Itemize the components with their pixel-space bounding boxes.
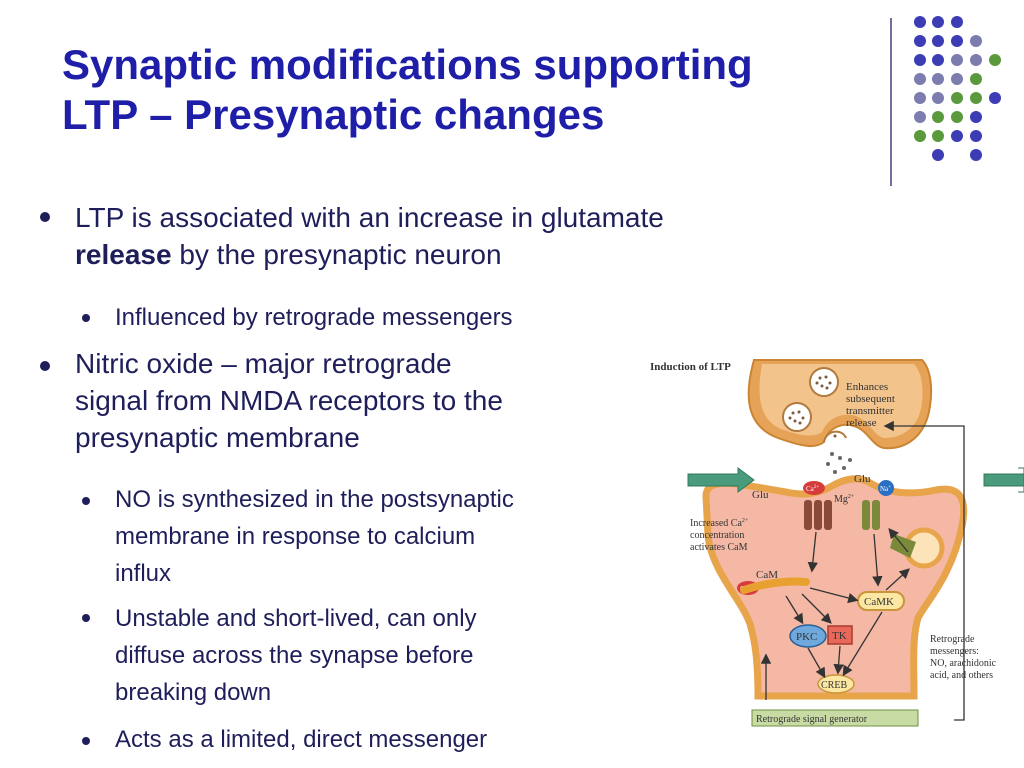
released-glutamate [826, 452, 852, 474]
increased-ca-label: Increased Ca2+ concentration activates C… [690, 518, 749, 553]
bullet-1-sub-1: Influenced by retrograde messengers [115, 304, 513, 331]
bullet-2: Nitric oxide – major retrograde signal f… [75, 348, 503, 453]
dot-row-8 [932, 149, 982, 161]
ltp-induction-figure: Ca2+ Na+ Ca2+ Induction of LTP Enhances … [646, 356, 1024, 736]
bullet-1: LTP is associated with an increase in gl… [75, 202, 664, 270]
sub-bullet-marker [82, 497, 90, 505]
na-ion: Na+ [878, 480, 894, 496]
dot-row-2 [914, 35, 982, 47]
svg-text:Retrograde signal generator: Retrograde signal generator [756, 714, 868, 725]
title-line-2: LTP – Presynaptic changes [62, 91, 605, 138]
svg-text:Ca2+: Ca2+ [806, 485, 819, 493]
camk-box: CaMK [857, 591, 905, 611]
dot-row-6 [914, 111, 982, 123]
creb-box: CREB [817, 674, 855, 694]
svg-text:Increased Ca2+: Increased Ca2+ [690, 518, 749, 529]
svg-text:acid, and others: acid, and others [930, 670, 993, 681]
output-arrow [983, 473, 1024, 487]
pkc-box: PKC [789, 624, 827, 648]
mg-label: Mg2+ [834, 494, 855, 505]
vesicle-fusing [823, 430, 847, 443]
bullet-2-sub-3: Acts as a limited, direct messenger [115, 726, 488, 753]
enhances-label: Enhances subsequent transmitter release [846, 381, 895, 429]
bullet-1-bold: release [75, 239, 172, 270]
svg-text:Enhances: Enhances [846, 381, 888, 393]
svg-text:PKC: PKC [796, 631, 817, 643]
cam-molecule: CaM [740, 569, 810, 594]
svg-text:transmitter: transmitter [846, 405, 894, 417]
svg-text:release: release [846, 417, 877, 429]
title-divider [890, 18, 892, 186]
vesicle-2 [782, 402, 812, 432]
bullet-2-sub-1: NO is synthesized in the postsynaptic me… [115, 486, 514, 587]
glu-top-label: Glu [854, 473, 871, 485]
dot-row-5 [914, 92, 1001, 104]
sub-bullet-marker [82, 614, 90, 622]
receptor-vesicle [890, 527, 945, 569]
svg-text:Na+: Na+ [880, 485, 891, 493]
retrograde-label: Retrograde messengers: NO, arachidonic a… [930, 634, 997, 681]
sub-bullet-marker [82, 737, 90, 745]
retrograde-generator-box: Retrograde signal generator [751, 709, 919, 727]
slide-title: Synaptic modifications supporting LTP – … [62, 40, 882, 140]
svg-text:CaM: CaM [756, 569, 778, 581]
glu-left-label: Glu [752, 489, 769, 501]
ca-ion: Ca2+ [803, 481, 825, 495]
svg-text:TK: TK [832, 630, 847, 642]
sub-bullet-marker [82, 314, 90, 322]
svg-text:subsequent: subsequent [846, 393, 895, 405]
dot-row-3 [914, 54, 1001, 66]
ampa-receptor [862, 500, 880, 530]
figure-title: Induction of LTP [650, 361, 731, 373]
svg-text:Retrograde: Retrograde [930, 634, 975, 645]
svg-text:messengers:: messengers: [930, 646, 979, 657]
bullet-marker [40, 361, 50, 371]
dot-row-4 [914, 73, 982, 85]
nmda-receptor [804, 500, 832, 530]
bullet-2-sub-2: Unstable and short-lived, can only diffu… [115, 605, 477, 706]
svg-text:CREB: CREB [821, 680, 847, 691]
svg-text:CaMK: CaMK [864, 596, 894, 608]
input-arrow [687, 467, 755, 493]
presynaptic-inner [759, 364, 923, 438]
bullet-marker [40, 212, 50, 222]
dot-row-7 [914, 130, 982, 142]
signal-arrows [760, 420, 965, 721]
svg-text:concentration: concentration [690, 530, 744, 541]
svg-text:activates CaM: activates CaM [690, 542, 748, 553]
svg-text:NO, arachidonic: NO, arachidonic [930, 658, 997, 669]
decorative-dot-grid [914, 16, 1001, 161]
title-line-1: Synaptic modifications supporting [62, 41, 753, 88]
tk-box: TK [827, 625, 853, 645]
dot-row-1 [914, 16, 963, 28]
vesicle-1 [809, 367, 839, 397]
